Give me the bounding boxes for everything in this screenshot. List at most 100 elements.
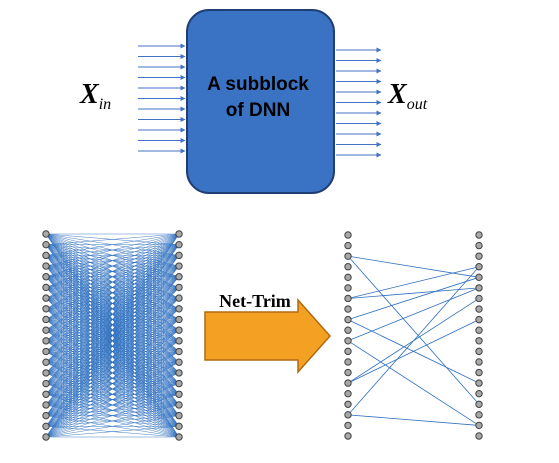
- pruned-output-node: [475, 400, 483, 408]
- pruned-output-node: [475, 305, 483, 313]
- pruned-input-node: [344, 432, 352, 440]
- dense-edge: [45, 233, 180, 374]
- dense-edge: [45, 297, 180, 438]
- dense-output-node: [175, 369, 183, 377]
- dense-edge: [45, 265, 180, 438]
- pruned-input-node: [344, 421, 352, 430]
- pruned-output-node: [475, 241, 483, 250]
- dense-input-node: [42, 411, 50, 420]
- dense-edge: [45, 233, 180, 363]
- dense-edge: [45, 362, 180, 438]
- dense-input-node: [42, 283, 50, 292]
- dense-edge: [45, 233, 180, 256]
- output-label-main: X: [387, 79, 408, 110]
- dense-output-node: [175, 240, 183, 249]
- dense-output-node: [175, 273, 183, 281]
- dense-edge: [45, 394, 180, 438]
- dense-edge: [45, 233, 180, 416]
- input-label: Xin: [79, 79, 111, 113]
- pruned-output-node: [475, 411, 483, 419]
- dense-network-edges: [45, 233, 180, 438]
- dense-edge: [45, 244, 180, 438]
- dense-input-node: [42, 433, 50, 441]
- dense-edge: [45, 426, 180, 438]
- dense-edge: [45, 319, 180, 438]
- dense-input-node: [42, 273, 50, 281]
- pruned-input-node: [344, 273, 352, 282]
- pruned-edge: [347, 319, 480, 384]
- dense-edge: [45, 233, 180, 384]
- dense-edge: [45, 233, 180, 438]
- pruned-input-node: [344, 326, 352, 334]
- dense-edge: [45, 340, 180, 438]
- dense-input-node: [42, 379, 50, 388]
- pruned-edge: [347, 266, 480, 299]
- dense-input-node: [42, 262, 50, 270]
- pruned-output-node: [475, 263, 483, 271]
- dense-input-node: [42, 422, 50, 431]
- dnn-subblock-label-line1: A subblock: [207, 74, 309, 95]
- input-label-sub: in: [99, 96, 111, 113]
- dense-input-node: [42, 326, 50, 334]
- dense-input-node: [42, 305, 50, 313]
- dense-edge: [45, 276, 180, 438]
- pruned-output-node: [475, 421, 483, 430]
- dense-edge: [45, 233, 180, 395]
- dense-output-node: [175, 379, 183, 388]
- dense-output-node: [175, 422, 183, 431]
- pruned-input-node: [344, 337, 352, 345]
- dense-input-node: [42, 401, 50, 409]
- dense-input-node: [42, 390, 50, 398]
- pruned-input-node: [344, 315, 352, 324]
- pruned-output-node: [475, 347, 483, 356]
- dense-input-node: [42, 315, 50, 324]
- pruned-output-node: [475, 432, 483, 440]
- pruned-output-node: [475, 326, 483, 334]
- input-arrows: [138, 43, 186, 154]
- output-label: Xout: [387, 79, 428, 113]
- dense-edge: [45, 233, 180, 352]
- pruned-edge: [347, 266, 480, 416]
- dense-output-node: [175, 315, 183, 324]
- output-arrows: [336, 47, 382, 158]
- pruned-input-node: [344, 305, 352, 313]
- pruned-input-node: [344, 400, 352, 408]
- dnn-subblock: [186, 9, 335, 194]
- pruned-input-node: [344, 389, 352, 398]
- pruned-input-node: [344, 294, 352, 303]
- pruned-input-node: [344, 231, 352, 239]
- dense-edge: [45, 233, 180, 427]
- pruned-edge: [347, 255, 480, 405]
- dense-output-node: [175, 262, 183, 270]
- dense-output-node: [175, 358, 183, 366]
- dense-output-node: [175, 294, 183, 302]
- dense-edge: [45, 233, 180, 406]
- pruned-edge: [347, 340, 480, 426]
- pruned-output-node: [475, 284, 483, 292]
- pruned-input-node: [344, 263, 352, 271]
- net-trim-arrow: [204, 298, 332, 374]
- dense-edge: [45, 233, 180, 299]
- pruned-output-node: [475, 231, 483, 239]
- dense-edge: [45, 415, 180, 438]
- pruned-edge: [347, 287, 480, 342]
- pruned-output-node: [475, 358, 483, 366]
- dense-input-node: [42, 294, 50, 302]
- dense-input-node: [42, 358, 50, 366]
- dense-network-nodes: [42, 230, 183, 441]
- dense-output-node: [175, 390, 183, 398]
- pruned-output-node: [475, 252, 483, 260]
- dense-edge: [45, 351, 180, 438]
- dense-edge: [45, 233, 180, 277]
- net-trim-label: Net-Trim: [219, 291, 291, 311]
- pruned-input-node: [344, 284, 352, 292]
- dense-input-node: [42, 230, 50, 238]
- pruned-output-node: [475, 273, 483, 282]
- pruned-edge: [347, 287, 480, 299]
- pruned-network-nodes: [344, 231, 483, 440]
- dense-edge: [45, 233, 180, 267]
- pruned-input-node: [344, 368, 352, 377]
- dense-output-node: [175, 347, 183, 356]
- dense-input-node: [42, 347, 50, 356]
- dense-input-node: [42, 369, 50, 377]
